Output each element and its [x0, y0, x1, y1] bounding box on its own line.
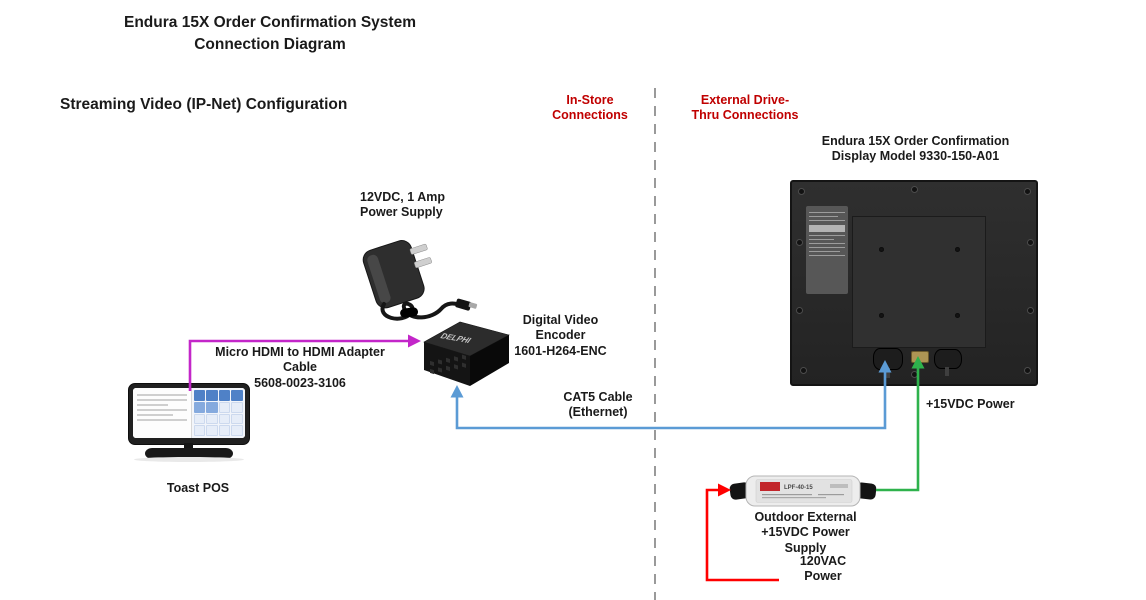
cable-cat5-label: CAT5 Cable (Ethernet)	[563, 390, 633, 420]
diagram-title-line1: Endura 15X Order Confirmation System	[124, 14, 416, 31]
cable-120vac-label: 120VAC Power	[799, 554, 847, 584]
power-adapter-12v-caption: 12VDC, 1 Amp Power Supply	[360, 190, 445, 220]
display-ethernet-connector	[873, 348, 903, 370]
pos-screen	[128, 383, 250, 445]
diagram-title-line2: Connection Diagram	[194, 36, 346, 54]
display-mount-plate	[852, 216, 986, 348]
pos-stand-neck	[184, 443, 193, 450]
display-image	[790, 180, 1038, 386]
video-encoder-caption: Digital Video Encoder 1601-H264-ENC	[514, 313, 607, 358]
display-aux-connector	[934, 349, 962, 369]
psu-brand-logo	[760, 482, 780, 491]
toast-pos-caption: Toast POS	[166, 481, 230, 495]
pos-stand-base	[145, 448, 233, 459]
pos-button-grid	[191, 388, 245, 438]
outdoor-psu-image: LPF-40-15	[729, 475, 877, 507]
zone-label-drive-thru: External Drive- Thru Connections	[691, 93, 799, 123]
psu-model-text: LPF-40-15	[784, 485, 813, 491]
diagram-subtitle: Streaming Video (IP-Net) Configuration	[60, 96, 348, 113]
zone-label-in-store: In-Store Connections	[552, 93, 628, 123]
pos-receipt-panel	[133, 388, 192, 438]
toast-pos-image	[128, 383, 250, 463]
outdoor-psu-caption: Outdoor External +15VDC Power Supply	[754, 510, 857, 555]
video-encoder-image: DELPHI	[423, 321, 510, 386]
display-caption: Endura 15X Order Confirmation Display Mo…	[821, 134, 1010, 164]
display-spec-sticker	[806, 206, 848, 294]
display-power-connector	[911, 351, 929, 363]
power-adapter-12v-image	[362, 240, 478, 321]
cable-hdmi-label: Micro HDMI to HDMI Adapter Cable 5608-00…	[215, 345, 385, 390]
cable-15vdc-label: +15VDC Power	[926, 397, 1015, 411]
